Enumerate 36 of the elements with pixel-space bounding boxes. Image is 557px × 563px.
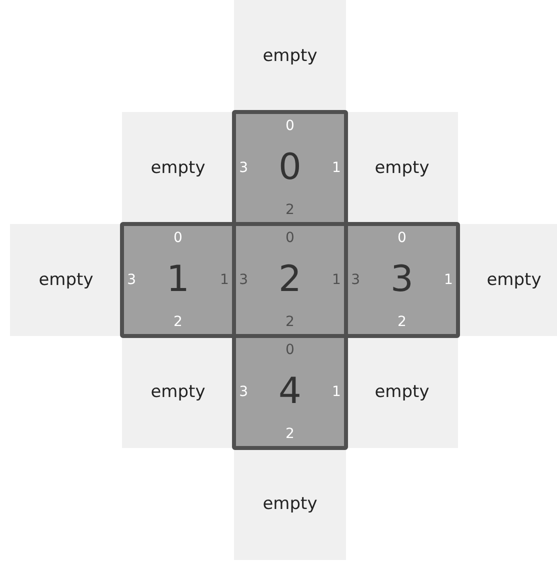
side-number: 2 <box>286 315 294 330</box>
side-number: 3 <box>239 161 248 175</box>
side-number: 0 <box>286 230 294 245</box>
side-number: 1 <box>332 273 341 287</box>
cell-label: empty <box>150 382 206 402</box>
empty-cell <box>234 0 346 112</box>
side-number: 1 <box>220 273 229 287</box>
tile-number: 4 <box>278 374 302 410</box>
side-number: 0 <box>398 230 406 245</box>
side-number: 3 <box>239 385 248 399</box>
side-number: 3 <box>351 273 360 287</box>
side-number: 3 <box>239 273 248 287</box>
cell-label: empty <box>374 382 430 402</box>
tile-number: 1 <box>166 262 190 298</box>
empty-cell <box>234 448 346 560</box>
side-number: 0 <box>174 230 182 245</box>
side-number: 2 <box>286 427 294 442</box>
side-number: 3 <box>127 273 136 287</box>
side-number: 2 <box>286 203 294 218</box>
cell-label: empty <box>486 270 542 290</box>
tile-number: 3 <box>390 262 414 298</box>
side-number: 2 <box>398 315 406 330</box>
cell-label: empty <box>262 494 318 514</box>
cell-label: empty <box>38 270 94 290</box>
tile-number: 0 <box>278 150 302 186</box>
cell-label: empty <box>374 158 430 178</box>
tile-number: 2 <box>278 262 302 298</box>
side-number: 1 <box>332 385 341 399</box>
side-number: 0 <box>286 342 294 357</box>
side-number: 1 <box>332 161 341 175</box>
cell-label: empty <box>262 46 318 66</box>
side-number: 2 <box>174 315 182 330</box>
side-number: 0 <box>286 118 294 133</box>
side-number: 1 <box>444 273 453 287</box>
empty-cell <box>458 224 557 336</box>
cell-label: empty <box>150 158 206 178</box>
